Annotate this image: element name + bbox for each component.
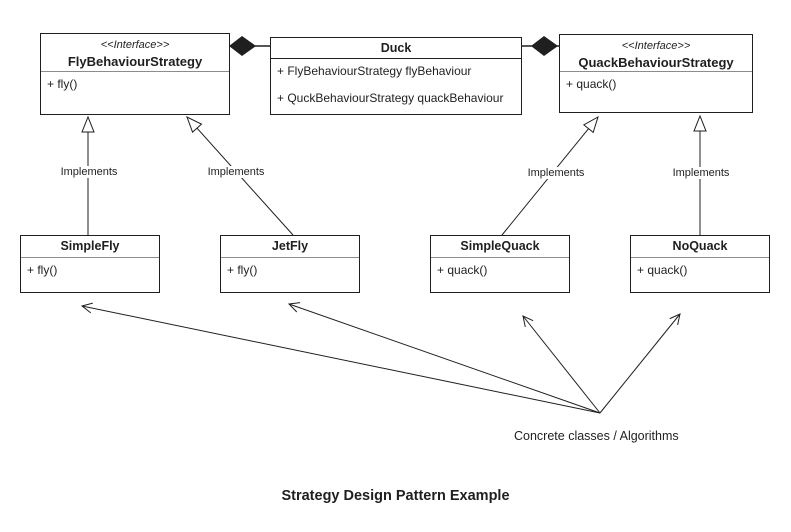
composition-link-duck-quackbehaviour (522, 36, 559, 56)
implements-label-simplefly: Implements (59, 166, 119, 178)
class-box-jetfly: JetFly + fly() (220, 235, 360, 293)
class-name: NoQuack (672, 239, 728, 253)
member-quack: + quack() (437, 263, 488, 277)
stereotype-label: <<Interface>> (621, 40, 691, 52)
class-name: JetFly (271, 239, 309, 253)
class-members: + FlyBehaviourStrategy flyBehaviour + Qu… (271, 59, 521, 110)
member-quack: + quack() (566, 77, 617, 91)
class-members: + fly() (41, 72, 229, 96)
member-fly: + fly() (227, 263, 258, 277)
filled-diamond-left (229, 36, 256, 56)
class-title-jetfly: JetFly (221, 236, 359, 258)
class-members: + fly() (21, 258, 159, 282)
class-box-simplequack: SimpleQuack + quack() (430, 235, 570, 293)
class-title-simplequack: SimpleQuack (431, 236, 569, 258)
class-members: + quack() (431, 258, 569, 282)
member-fly: + fly() (27, 263, 58, 277)
class-name: Duck (380, 41, 412, 55)
class-members: + quack() (560, 72, 752, 96)
class-members: + quack() (631, 258, 769, 282)
class-members: + fly() (221, 258, 359, 282)
class-box-simplefly: SimpleFly + fly() (20, 235, 160, 293)
class-name: FlyBehaviourStrategy (67, 54, 203, 69)
annotation-arrow-jetfly (287, 302, 601, 414)
annotation-concrete-classes: Concrete classes / Algorithms (514, 429, 679, 443)
annotation-arrow-simplequack (522, 315, 601, 414)
class-box-flybehaviourstrategy: <<Interface>> FlyBehaviourStrategy + fly… (40, 33, 230, 115)
stereotype-label: <<Interface>> (100, 39, 170, 51)
annotation-arrow-noquack (599, 313, 681, 414)
class-title-simplefly: SimpleFly (21, 236, 159, 258)
annotation-arrow-simplefly (80, 302, 601, 414)
implements-label-simplequack: Implements (526, 167, 586, 179)
class-box-quackbehaviourstrategy: <<Interface>> QuackBehaviourStrategy + q… (559, 34, 753, 113)
class-box-noquack: NoQuack + quack() (630, 235, 770, 293)
class-title-noquack: NoQuack (631, 236, 769, 258)
filled-diamond-right (531, 36, 558, 56)
class-name: QuackBehaviourStrategy (578, 55, 734, 70)
implements-label-jetfly: Implements (206, 166, 266, 178)
class-name: SimpleFly (60, 239, 120, 253)
class-name: SimpleQuack (460, 239, 540, 253)
implements-label-noquack: Implements (671, 167, 731, 179)
class-box-duck: Duck + FlyBehaviourStrategy flyBehaviour… (270, 37, 522, 115)
class-title-quackbehaviourstrategy: <<Interface>> QuackBehaviourStrategy (560, 35, 752, 72)
member-quackbehaviour: + QuckBehaviourStrategy quackBehaviour (277, 91, 504, 105)
composition-link-duck-flybehaviour (229, 36, 270, 56)
member-fly: + fly() (47, 77, 78, 91)
member-quack: + quack() (637, 263, 688, 277)
member-flybehaviour: + FlyBehaviourStrategy flyBehaviour (277, 64, 472, 78)
class-title-flybehaviourstrategy: <<Interface>> FlyBehaviourStrategy (41, 34, 229, 72)
diagram-title: Strategy Design Pattern Example (281, 488, 510, 504)
class-title-duck: Duck (271, 38, 521, 59)
